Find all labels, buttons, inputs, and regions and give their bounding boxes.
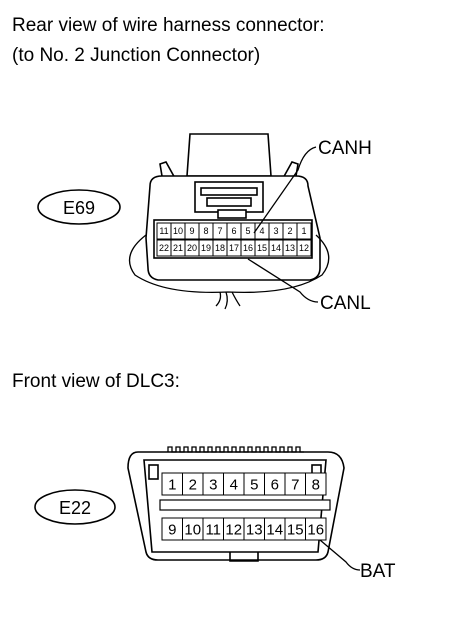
pin-number: 2 [189,476,197,493]
pin-number: 1 [168,476,176,493]
e22-label-ellipse [34,489,116,525]
pin-number: 14 [266,521,283,538]
pin-number: 5 [250,476,258,493]
pin-cell [296,222,312,240]
pin-number: 5 [245,226,250,236]
pin-number: 4 [259,226,264,236]
e69-wire-harness [128,234,330,310]
pin-number: 8 [312,476,320,493]
dlc3-connector [127,451,345,562]
e69-pin-row-bottom: 22 21 20 19 18 17 16 15 14 13 12 [156,239,312,257]
pin-number: 16 [243,243,253,253]
pin-number: 14 [271,243,281,253]
pin-number: 4 [230,476,238,493]
e69-label-ellipse [37,189,121,225]
pin-number: 1 [301,226,306,236]
pin-number: 20 [187,243,197,253]
pin-cell [305,472,327,496]
pin-cell [296,239,312,257]
pin-number: 17 [229,243,239,253]
pin-number: 15 [257,243,267,253]
canh-label: CANH [318,138,372,159]
pin-number: 11 [205,521,221,538]
pin-number: 3 [209,476,217,493]
bat-label: BAT [360,561,396,582]
canh-leader-line [253,146,317,234]
pin-number: 11 [159,226,168,236]
pin-number: 9 [189,226,194,236]
pin-number: 10 [173,226,183,236]
pin-number: 3 [273,226,278,236]
e69-label: E69 [63,198,95,218]
e22-label: E22 [59,498,91,518]
pin-number: 19 [201,243,211,253]
pin-number: 6 [231,226,236,236]
pin-number: 8 [203,226,208,236]
pin-number: 7 [291,476,299,493]
canl-label: CANL [320,293,371,314]
pin-number: 9 [168,521,176,538]
pin-number: 13 [285,243,295,253]
pin-number: 12 [225,521,242,538]
pin-number: 15 [287,521,304,538]
pin-number: 18 [215,243,225,253]
pin-number: 16 [307,521,324,538]
pin-number: 12 [299,243,309,253]
pin-number: 7 [217,226,222,236]
front-view-heading: Front view of DLC3: [12,371,180,392]
pin-number: 10 [184,521,201,538]
pin-number: 13 [246,521,263,538]
bat-leader-line [319,539,361,571]
rear-view-subheading: (to No. 2 Junction Connector) [12,45,261,66]
pin-number: 22 [159,243,169,253]
canl-leader-line [247,258,319,303]
pin-number: 2 [287,226,292,236]
pin-cell [305,517,327,541]
rear-view-heading: Rear view of wire harness connector: [12,15,325,36]
e69-connector [145,133,321,281]
pin-number: 6 [271,476,279,493]
pin-number: 21 [173,243,183,253]
dlc3-top-serration [167,446,304,453]
